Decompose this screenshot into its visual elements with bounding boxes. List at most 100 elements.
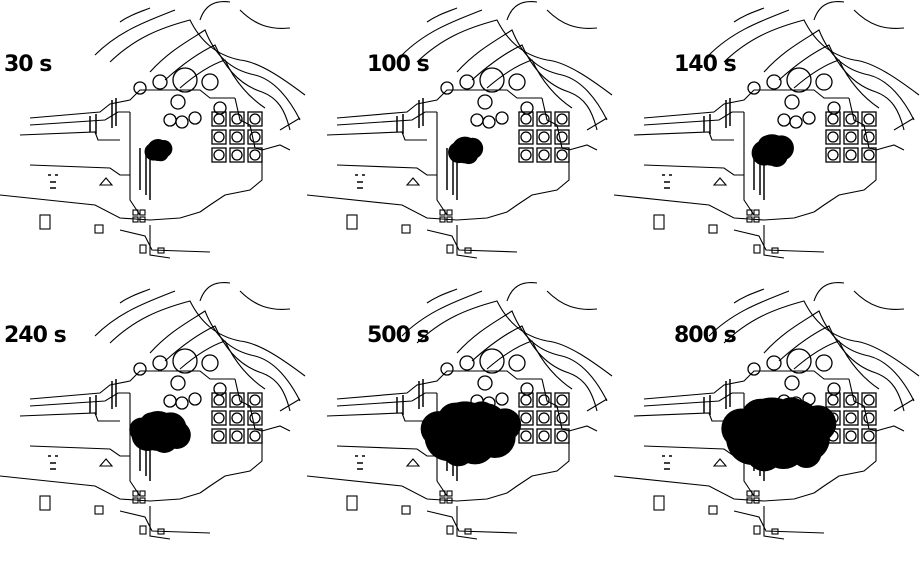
site-structure — [48, 455, 58, 470]
tank-bay — [211, 392, 227, 408]
site-road — [326, 412, 427, 422]
building — [132, 209, 139, 216]
plume-cloud — [774, 397, 808, 431]
building — [139, 216, 146, 223]
storage-tank — [231, 131, 243, 143]
tank-bay — [211, 410, 227, 426]
site-road — [733, 229, 825, 253]
storage-tank — [249, 430, 261, 442]
snapshot-panel: 30 s — [0, 0, 306, 280]
site-road — [568, 425, 598, 432]
site-road — [29, 445, 130, 457]
tank-bay — [843, 392, 859, 408]
storage-tank — [845, 430, 857, 442]
storage-tank — [201, 354, 219, 372]
site-road — [813, 378, 877, 494]
terrain-contour — [708, 9, 790, 56]
building — [753, 209, 760, 216]
terrain-contour — [708, 290, 790, 337]
site-road — [614, 475, 815, 502]
building — [746, 497, 753, 504]
site-road — [763, 225, 785, 259]
storage-tank — [133, 81, 147, 95]
storage-tank — [201, 73, 219, 91]
building — [139, 525, 147, 535]
site-road — [633, 131, 734, 141]
storage-tank — [556, 394, 568, 406]
terrain-contour — [723, 300, 920, 377]
building — [653, 214, 665, 230]
storage-tank — [495, 392, 509, 406]
storage-tank — [175, 115, 189, 129]
building — [753, 497, 760, 504]
site-map — [307, 1, 613, 259]
storage-tank — [827, 149, 839, 161]
building — [439, 497, 446, 504]
marker-triangle — [712, 458, 728, 467]
building — [139, 209, 146, 216]
site-road — [149, 506, 171, 540]
site-road — [763, 506, 785, 540]
building — [157, 247, 165, 254]
storage-tank — [231, 412, 243, 424]
site-road — [0, 194, 201, 221]
site-road — [893, 117, 915, 131]
plume-cloud — [153, 145, 169, 162]
terrain-contour — [813, 282, 845, 302]
terrain-contour — [119, 288, 151, 304]
tank-bay — [554, 111, 570, 127]
storage-tank — [508, 354, 526, 372]
tank-bay — [843, 129, 859, 145]
building — [771, 247, 779, 254]
site-road — [336, 445, 437, 457]
storage-tank — [170, 94, 186, 110]
tank-bay — [247, 410, 263, 426]
storage-tank — [231, 430, 243, 442]
storage-tank — [188, 392, 202, 406]
tank-bay — [536, 428, 552, 444]
storage-tank — [479, 67, 505, 93]
storage-tank — [827, 394, 839, 406]
terrain-contour — [401, 290, 483, 337]
site-road — [279, 398, 301, 412]
storage-tank — [231, 113, 243, 125]
tank-bay — [554, 410, 570, 426]
site-road — [875, 425, 905, 432]
building — [753, 244, 761, 254]
storage-tank — [175, 396, 189, 410]
site-road — [307, 194, 508, 221]
site-road — [643, 89, 849, 119]
storage-tank — [520, 394, 532, 406]
storage-tank — [213, 430, 225, 442]
gas-plume — [721, 397, 837, 472]
plume-cloud — [799, 405, 837, 443]
storage-tank — [789, 115, 803, 129]
storage-tank — [815, 354, 833, 372]
tank-bay — [554, 428, 570, 444]
storage-tank — [188, 111, 202, 125]
building — [446, 497, 453, 504]
storage-tank — [863, 412, 875, 424]
tank-bay — [518, 147, 534, 163]
storage-tank — [863, 394, 875, 406]
terrain-contour — [723, 19, 920, 96]
storage-tank — [249, 131, 261, 143]
site-road — [733, 510, 825, 534]
building — [157, 528, 165, 535]
storage-tank — [482, 115, 496, 129]
tank-bay — [247, 129, 263, 145]
storage-tank — [784, 375, 800, 391]
building — [439, 490, 446, 497]
storage-tank — [827, 131, 839, 143]
storage-tank — [747, 81, 761, 95]
building — [753, 216, 760, 223]
storage-tank — [163, 113, 177, 127]
site-road — [199, 97, 263, 213]
site-road — [506, 378, 570, 494]
site-map — [307, 282, 613, 540]
site-road — [893, 398, 915, 412]
building — [446, 216, 453, 223]
site-road — [29, 89, 235, 119]
terrain-contour — [401, 9, 483, 56]
storage-tank — [827, 113, 839, 125]
